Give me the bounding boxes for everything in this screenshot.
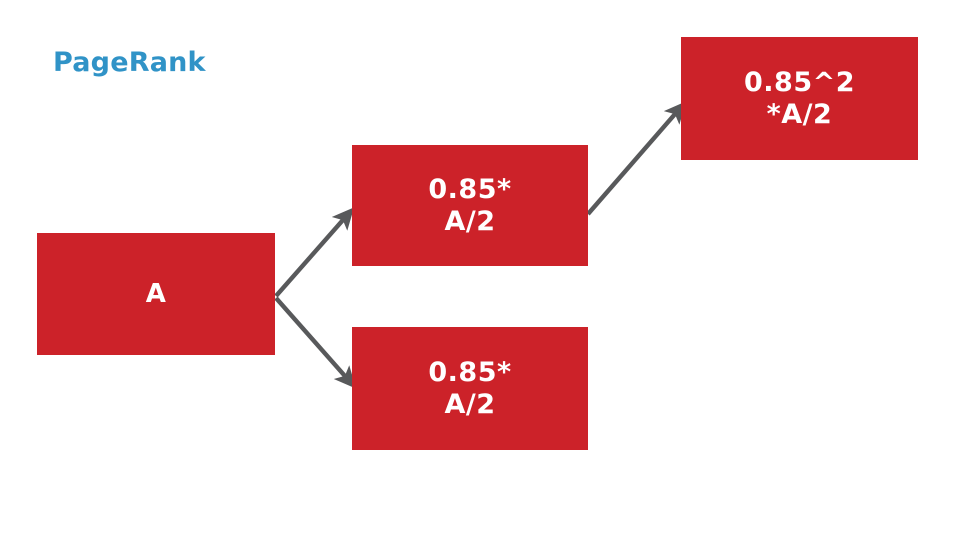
node-a-label-line1: A [145,278,167,309]
node-bottom-label-line2: A/2 [444,388,496,420]
node-middle-label-line2: A/2 [444,205,496,237]
node-bottom-label-line1: 0.85* [428,356,512,388]
node-box-a[interactable]: A [37,233,275,355]
node-topright-label-line2: *A/2 [766,98,833,130]
node-middle-label-line1: 0.85* [428,173,512,205]
node-box-topright[interactable]: 0.85^2 *A/2 [681,37,918,160]
page-title: PageRank [53,47,206,78]
edge-a-to-bottom [274,296,357,389]
edge-a-to-middle [274,207,355,298]
node-topright-label-line1: 0.85^2 [743,66,856,98]
node-box-middle[interactable]: 0.85* A/2 [352,145,588,266]
edge-middle-to-topright [586,101,687,216]
node-box-bottom[interactable]: 0.85* A/2 [352,327,588,450]
